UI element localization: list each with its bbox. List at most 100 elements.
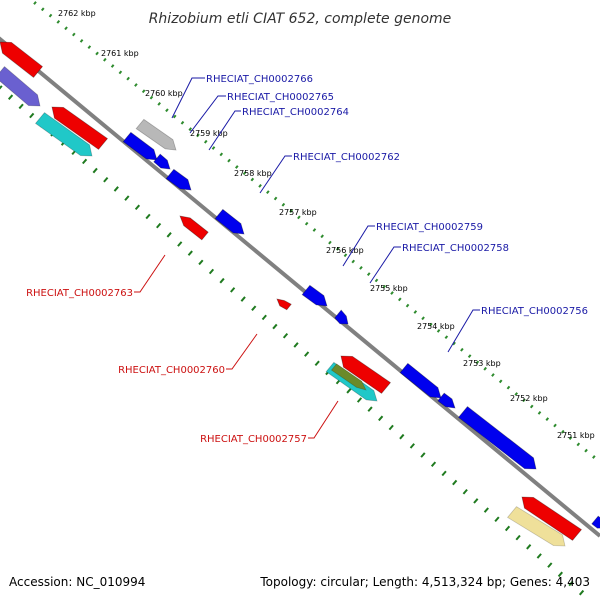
gene-arrow[interactable] (276, 298, 292, 311)
outer-tick (126, 76, 130, 81)
scale-label: 2754 kbp (417, 322, 455, 331)
gene-label[interactable]: RHECIAT_CH0002758 (402, 243, 509, 254)
gene-arrow[interactable] (0, 66, 41, 107)
leader-line (134, 254, 166, 293)
inner-tick (219, 277, 225, 284)
gene-arrow[interactable] (399, 362, 442, 399)
inner-tick (230, 287, 236, 293)
outer-tick (48, 13, 53, 18)
outer-tick (258, 183, 262, 188)
gene-arrow[interactable] (437, 392, 456, 409)
outer-tick (134, 83, 138, 87)
scale-label: 2761 kbp (101, 49, 139, 58)
outer-tick (219, 152, 224, 157)
scale-label: 2752 kbp (510, 394, 548, 403)
outer-tick (40, 7, 45, 12)
outer-tick (227, 158, 231, 163)
inner-tick (208, 268, 215, 275)
outer-tick (188, 127, 193, 131)
outer-tick (584, 448, 588, 453)
outer-tick (110, 64, 115, 68)
gene-arrow[interactable] (457, 406, 537, 470)
gene-arrow[interactable] (506, 506, 566, 547)
inner-tick (356, 397, 363, 403)
inner-tick (346, 388, 352, 394)
accession-text: Accession: NC_010994 (9, 575, 146, 589)
outer-tick (203, 139, 208, 144)
gene-label[interactable]: RHECIAT_CH0002759 (376, 222, 483, 233)
outer-tick (483, 366, 487, 371)
inner-tick (547, 562, 553, 568)
outer-tick (522, 398, 526, 403)
inner-tick (293, 342, 299, 348)
gene-arrow[interactable] (135, 118, 177, 151)
gene-arrow[interactable] (334, 309, 349, 325)
topology-text: Topology: circular; Length: 4,513,324 bp… (260, 575, 590, 589)
scale-label: 2751 kbp (557, 431, 595, 440)
outer-tick (537, 410, 542, 415)
inner-tick (124, 195, 130, 201)
gene-arrow[interactable] (0, 41, 44, 78)
outer-tick (180, 120, 185, 125)
inner-tick (430, 461, 437, 467)
outer-tick (405, 303, 410, 308)
leader-line (369, 246, 401, 284)
inner-tick (409, 443, 415, 449)
gene-label[interactable]: RHECIAT_CH0002765 (227, 92, 334, 103)
inner-tick (0, 85, 3, 90)
inner-tick (145, 213, 151, 220)
gene-arrow[interactable] (122, 131, 158, 161)
inner-tick (113, 186, 119, 192)
outer-tick (312, 228, 317, 232)
leader-line (189, 95, 226, 134)
gene-arrow[interactable] (591, 515, 600, 529)
gene-label[interactable]: RHECIAT_CH0002762 (293, 152, 400, 163)
gene-arrow[interactable] (301, 284, 328, 307)
gene-arrow[interactable] (340, 355, 392, 394)
leader-line (342, 225, 375, 267)
outer-tick (196, 133, 200, 138)
outer-tick (592, 455, 596, 459)
outer-tick (172, 114, 177, 119)
inner-tick (282, 332, 289, 339)
outer-tick (366, 272, 371, 277)
gene-arrow[interactable] (330, 363, 367, 391)
outer-tick (79, 38, 84, 43)
outer-tick (304, 221, 309, 226)
outer-tick (452, 341, 456, 346)
gene-arrow[interactable] (153, 153, 171, 170)
outer-tick (118, 70, 123, 75)
scale-label: 2756 kbp (326, 246, 364, 255)
gene-features (0, 41, 600, 547)
gene-label[interactable]: RHECIAT_CH0002760 (118, 365, 225, 376)
gene-label[interactable]: RHECIAT_CH0002764 (242, 107, 349, 118)
gene-arrow[interactable] (51, 106, 109, 150)
gene-arrow[interactable] (165, 168, 192, 191)
outer-tick (281, 202, 286, 207)
outer-tick (56, 20, 61, 24)
inner-tick (198, 259, 204, 266)
inner-tick (526, 544, 532, 550)
outer-tick (320, 234, 324, 239)
gene-arrow[interactable] (179, 215, 209, 241)
inner-tick (473, 498, 479, 504)
gene-arrow[interactable] (214, 208, 245, 235)
inner-tick (81, 158, 88, 165)
leader-line (208, 110, 241, 151)
gene-label[interactable]: RHECIAT_CH0002757 (200, 434, 307, 445)
scale-labels: 2762 kbp 2761 kbp 2760 kbp 2759 kbp 2758… (58, 9, 595, 440)
gene-label[interactable]: RHECIAT_CH0002766 (206, 74, 313, 85)
outer-tick (289, 209, 293, 213)
inner-tick (240, 296, 246, 302)
gene-label[interactable]: RHECIAT_CH0002763 (26, 288, 133, 299)
inner-tick (515, 534, 521, 541)
gene-label[interactable]: RHECIAT_CH0002756 (481, 306, 588, 317)
gene-arrow[interactable] (34, 112, 93, 157)
scale-label: 2753 kbp (463, 359, 501, 368)
outer-tick (390, 291, 394, 295)
outer-tick (421, 316, 425, 321)
inner-tick (399, 433, 405, 440)
gene-arrow[interactable] (521, 496, 583, 541)
outer-tick (529, 404, 534, 409)
